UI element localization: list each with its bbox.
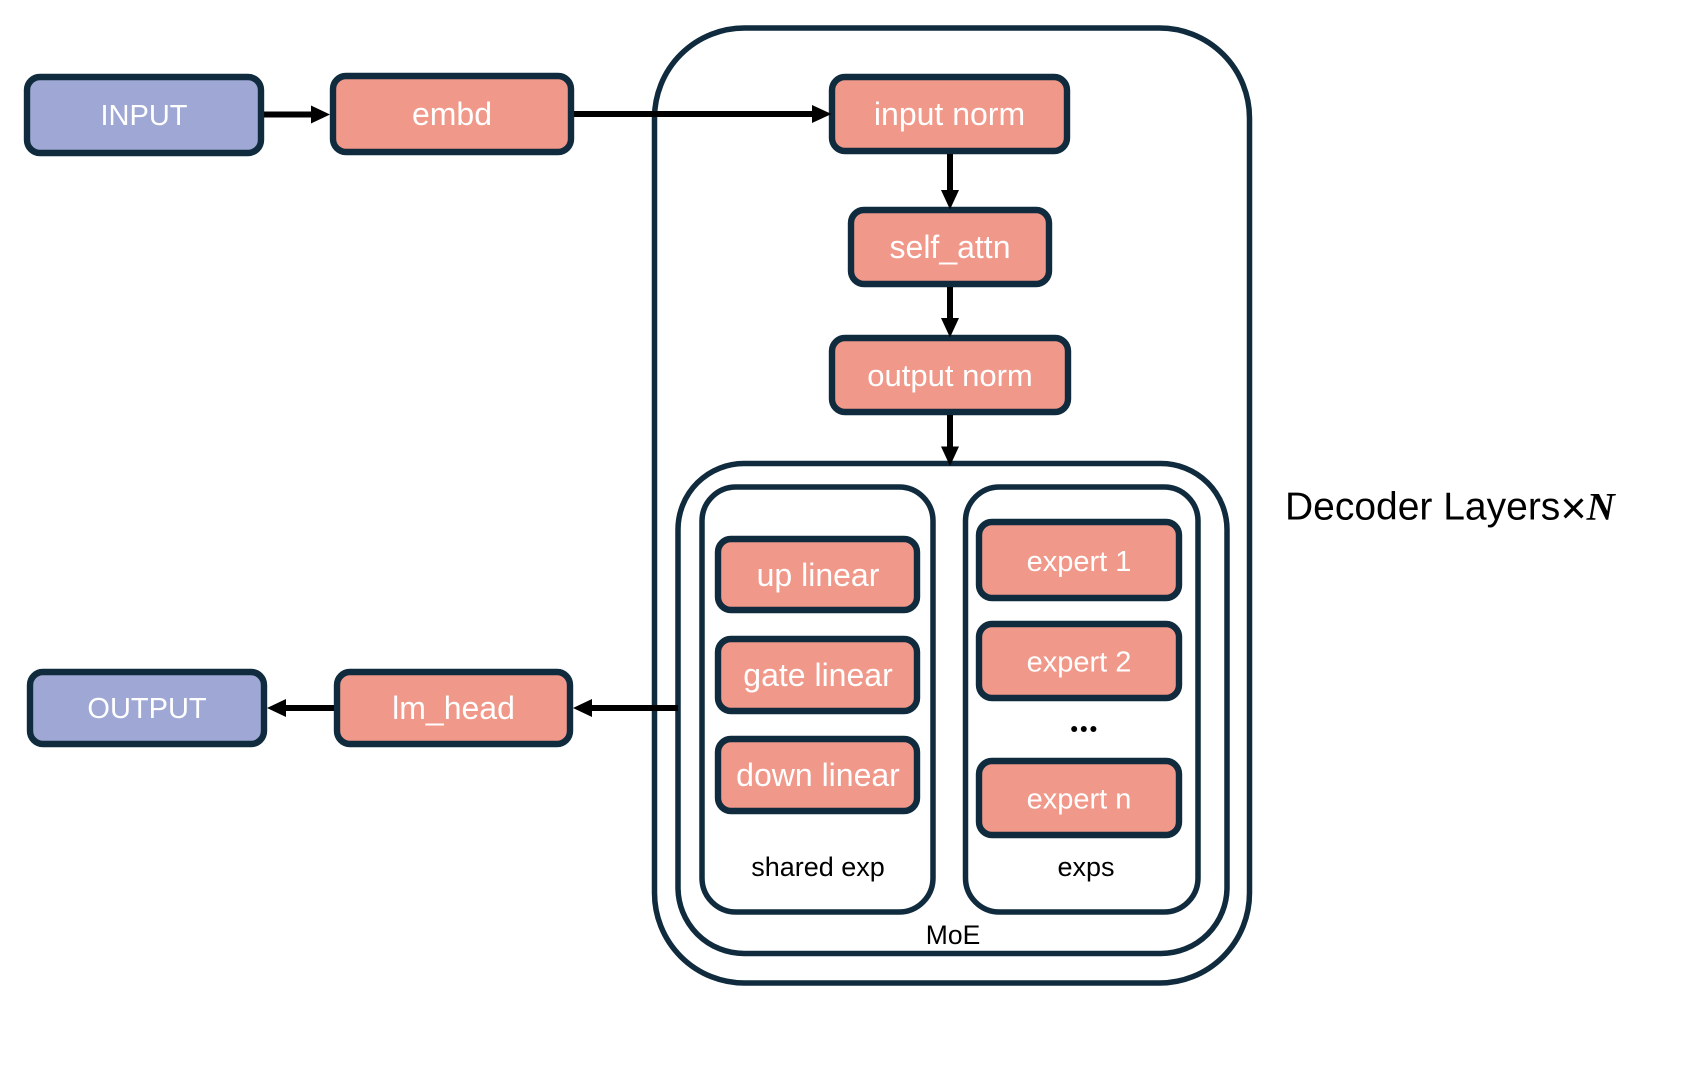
svg-text:self_attn: self_attn: [890, 229, 1011, 265]
svg-text:down linear: down linear: [736, 757, 900, 793]
svg-text:expert 1: expert 1: [1027, 546, 1132, 578]
svg-text:expert 2: expert 2: [1027, 647, 1132, 679]
svg-text:gate linear: gate linear: [743, 657, 893, 693]
svg-text:exps: exps: [1057, 852, 1114, 882]
svg-text:embd: embd: [412, 96, 492, 132]
svg-text:lm_head: lm_head: [392, 690, 515, 726]
svg-text:OUTPUT: OUTPUT: [87, 693, 207, 725]
svg-text:output norm: output norm: [867, 358, 1032, 393]
svg-text:input norm: input norm: [874, 96, 1025, 132]
svg-text:up linear: up linear: [757, 557, 880, 593]
svg-text:INPUT: INPUT: [101, 100, 188, 132]
svg-text:Decoder Layers×N: Decoder Layers×N: [1285, 483, 1617, 534]
svg-text:shared exp: shared exp: [751, 852, 885, 882]
svg-text:MoE: MoE: [926, 920, 981, 950]
svg-text:expert n: expert n: [1027, 784, 1132, 816]
